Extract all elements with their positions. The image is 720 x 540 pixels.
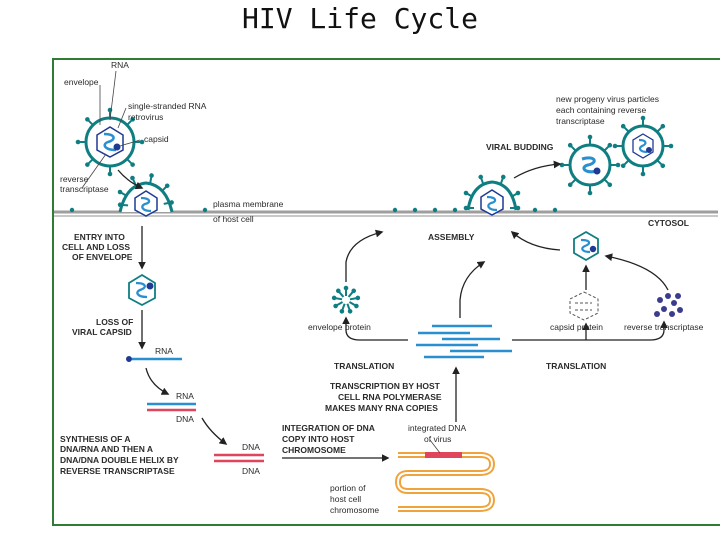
label-dna-hybrid: DNA (176, 414, 194, 424)
reverse-transcriptase-molecules (654, 293, 683, 317)
diagram-labels: RNA envelope single-stranded RNA retrovi… (60, 60, 704, 515)
envelope-protein-spikes (330, 284, 362, 316)
host-chromosome (394, 452, 496, 512)
label-transcription-2: CELL RNA POLYMERASE (338, 392, 442, 402)
label-rt-1: reverse (60, 174, 89, 184)
arrow-translation-right (512, 320, 668, 341)
label-portion-3: chromosome (330, 505, 379, 515)
label-entry-1: ENTRY INTO (74, 232, 125, 242)
label-synth-2: DNA/RNA AND THEN A (60, 444, 153, 454)
label-progeny-3: transcriptase (556, 116, 605, 126)
label-plasma-membrane-2: of host cell (213, 214, 254, 224)
leader-lines (81, 70, 441, 454)
label-integration-2: COPY INTO HOST (282, 434, 355, 444)
label-synth-1: SYNTHESIS OF A (60, 434, 131, 444)
label-portion-1: portion of (330, 483, 366, 493)
capsid-protein-fragments (569, 291, 599, 321)
label-rna-top: RNA (111, 60, 129, 70)
label-transcription-3: MAKES MANY RNA COPIES (325, 403, 438, 413)
diagram-frame (52, 58, 720, 526)
arrow-rna-to-assembly (459, 261, 486, 318)
arrow-rt-to-capsid (604, 253, 669, 291)
label-ss-rna-2: retrovirus (128, 112, 163, 122)
label-ss-rna-1: single-stranded RNA (128, 101, 207, 111)
label-rna-mid: RNA (155, 346, 173, 356)
arrow-translation-left (342, 316, 408, 341)
arrow-hybrid-to-dna (201, 417, 228, 445)
flow-arrows (117, 160, 669, 462)
label-translation-right: TRANSLATION (546, 361, 606, 371)
label-cytosol: CYTOSOL (648, 218, 689, 228)
label-synth-3: DNA/DNA DOUBLE HELIX BY (60, 455, 179, 465)
label-plasma-membrane-1: plasma membrane (213, 199, 284, 209)
label-entry-3: OF ENVELOPE (72, 252, 133, 262)
label-integration-1: INTEGRATION OF DNA (282, 423, 375, 433)
label-assembly: ASSEMBLY (428, 232, 475, 242)
label-rna-hybrid: RNA (176, 391, 194, 401)
label-integration-3: CHROMOSOME (282, 445, 346, 455)
capsid-in-cytosol (128, 273, 156, 307)
label-viral-budding: VIRAL BUDDING (486, 142, 554, 152)
label-capsid-protein: capsid protein (550, 322, 603, 332)
progeny-virus-1 (558, 133, 622, 197)
label-integrated-dna-1: integrated DNA (408, 423, 466, 433)
label-synth-4: REVERSE TRANSCRIPTASE (60, 466, 175, 476)
dna-double-helix (214, 453, 264, 463)
label-reverse-transcriptase: reverse transcriptase (624, 322, 704, 332)
progeny-virus-2 (611, 114, 675, 178)
virus-fusing-membrane (115, 171, 176, 217)
assembled-capsid (573, 230, 599, 262)
arrow-budding-to-progeny (513, 160, 562, 179)
label-loss-2: VIRAL CAPSID (72, 327, 132, 337)
arrow-capsid-to-budding (510, 230, 561, 251)
label-loss-1: LOSS OF (96, 317, 133, 327)
arrow-rna-to-hybrid (145, 367, 170, 395)
label-transcription-1: TRANSCRIPTION BY HOST (330, 381, 441, 391)
budding-virus (461, 173, 523, 216)
label-entry-2: CELL AND LOSS (62, 242, 130, 252)
label-portion-2: host cell (330, 494, 361, 504)
rna-copies (416, 324, 512, 359)
label-envelope: envelope (64, 77, 99, 87)
label-envelope-protein: envelope protein (308, 322, 371, 332)
arrow-envelope-to-membrane (345, 229, 384, 282)
label-capsid: capsid (144, 134, 169, 144)
label-translation-left: TRANSLATION (334, 361, 394, 371)
viral-rna-strand (126, 356, 182, 362)
label-progeny-2: each containing reverse (556, 105, 647, 115)
label-dna-b: DNA (242, 466, 260, 476)
page-title: HIV Life Cycle (241, 2, 478, 35)
label-rt-2: transcriptase (60, 184, 109, 194)
label-integrated-dna-2: of virus (424, 434, 451, 444)
label-progeny-1: new progeny virus particles (556, 94, 659, 104)
arrow-virus-to-membrane (117, 169, 144, 190)
label-dna-a: DNA (242, 442, 260, 452)
rna-dna-hybrid (147, 402, 196, 412)
